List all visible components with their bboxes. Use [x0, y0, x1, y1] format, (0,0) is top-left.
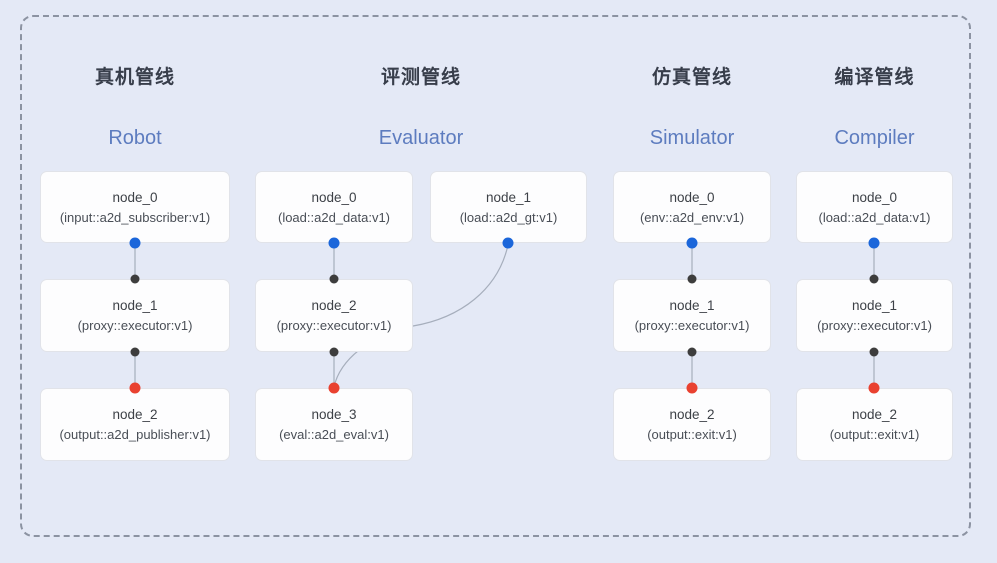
node-box-eval-2: node_2 (proxy::executor:v1) [255, 279, 413, 352]
node-title: node_1 [485, 189, 532, 205]
pipeline-title-en-evaluator: Evaluator [378, 127, 464, 149]
output-port-blue-icon [686, 237, 698, 249]
node-title: node_1 [112, 298, 158, 313]
node-title: node_2 [112, 407, 158, 422]
pipeline-title-en-compiler: Compiler [834, 127, 915, 149]
node-box-robot-0: node_0 (input::a2d_subscriber:v1) [40, 171, 230, 243]
pipeline-frame [20, 15, 971, 537]
output-port-black-icon [329, 347, 339, 357]
node-subtitle: (load::a2d_data:v1) [818, 209, 931, 225]
node-subtitle: (load::a2d_data:v1) [277, 209, 391, 225]
node-subtitle: (output::exit:v1) [647, 427, 737, 442]
node-title: node_3 [311, 407, 357, 422]
node-box-comp-2: node_2 (output::exit:v1) [796, 388, 953, 461]
pipeline-title-en-simulator: Simulator [649, 127, 735, 149]
pipeline-title-cn-compiler: 编译管线 [834, 67, 915, 88]
node-box-eval-3: node_3 (eval::a2d_eval:v1) [255, 388, 413, 461]
node-title: node_0 [311, 189, 357, 205]
node-box-eval-0: node_0 (load::a2d_data:v1) [255, 171, 413, 243]
node-title: node_0 [112, 189, 158, 205]
node-subtitle: (proxy::executor:v1) [77, 318, 193, 333]
node-title: node_1 [851, 298, 898, 313]
output-port-blue-icon [502, 237, 514, 249]
node-subtitle: (proxy::executor:v1) [276, 318, 392, 333]
pipeline-title-en-robot: Robot [108, 127, 162, 149]
output-port-black-icon [130, 347, 140, 357]
input-port-red-icon [868, 382, 880, 394]
node-subtitle: (output::a2d_publisher:v1) [59, 427, 211, 442]
node-box-eval-1-gt: node_1 (load::a2d_gt:v1) [430, 171, 587, 243]
input-port-black-icon [869, 274, 879, 284]
node-title: node_2 [851, 407, 898, 422]
node-title: node_2 [669, 407, 715, 422]
node-title: node_2 [311, 298, 357, 313]
node-box-comp-1: node_1 (proxy::executor:v1) [796, 279, 953, 352]
node-subtitle: (input::a2d_subscriber:v1) [59, 209, 211, 225]
node-subtitle: (output::exit:v1) [829, 427, 920, 442]
node-box-sim-2: node_2 (output::exit:v1) [613, 388, 771, 461]
node-subtitle: (proxy::executor:v1) [634, 318, 750, 333]
node-box-sim-0: node_0 (env::a2d_env:v1) [613, 171, 771, 243]
node-subtitle: (load::a2d_gt:v1) [459, 209, 558, 225]
node-subtitle: (proxy::executor:v1) [817, 318, 932, 333]
node-box-sim-1: node_1 (proxy::executor:v1) [613, 279, 771, 352]
pipeline-title-cn-evaluator: 评测管线 [380, 67, 461, 88]
input-port-black-icon [687, 274, 697, 284]
output-port-black-icon [687, 347, 697, 357]
node-subtitle: (env::a2d_env:v1) [639, 209, 745, 225]
output-port-black-icon [869, 347, 879, 357]
node-box-comp-0: node_0 (load::a2d_data:v1) [796, 171, 953, 243]
input-port-black-icon [130, 274, 140, 284]
output-port-blue-icon [868, 237, 880, 249]
node-box-robot-2: node_2 (output::a2d_publisher:v1) [40, 388, 230, 461]
pipeline-title-cn-robot: 真机管线 [94, 67, 175, 88]
node-title: node_0 [669, 189, 715, 205]
node-title: node_1 [669, 298, 715, 313]
input-port-red-icon [129, 382, 141, 394]
node-title: node_0 [851, 189, 898, 205]
pipeline-title-cn-simulator: 仿真管线 [651, 67, 732, 88]
input-port-red-icon [686, 382, 698, 394]
output-port-blue-icon [328, 237, 340, 249]
node-box-robot-1: node_1 (proxy::executor:v1) [40, 279, 230, 352]
node-subtitle: (eval::a2d_eval:v1) [279, 427, 389, 442]
input-port-black-icon [329, 274, 339, 284]
input-port-red-icon [328, 382, 340, 394]
output-port-blue-icon [129, 237, 141, 249]
